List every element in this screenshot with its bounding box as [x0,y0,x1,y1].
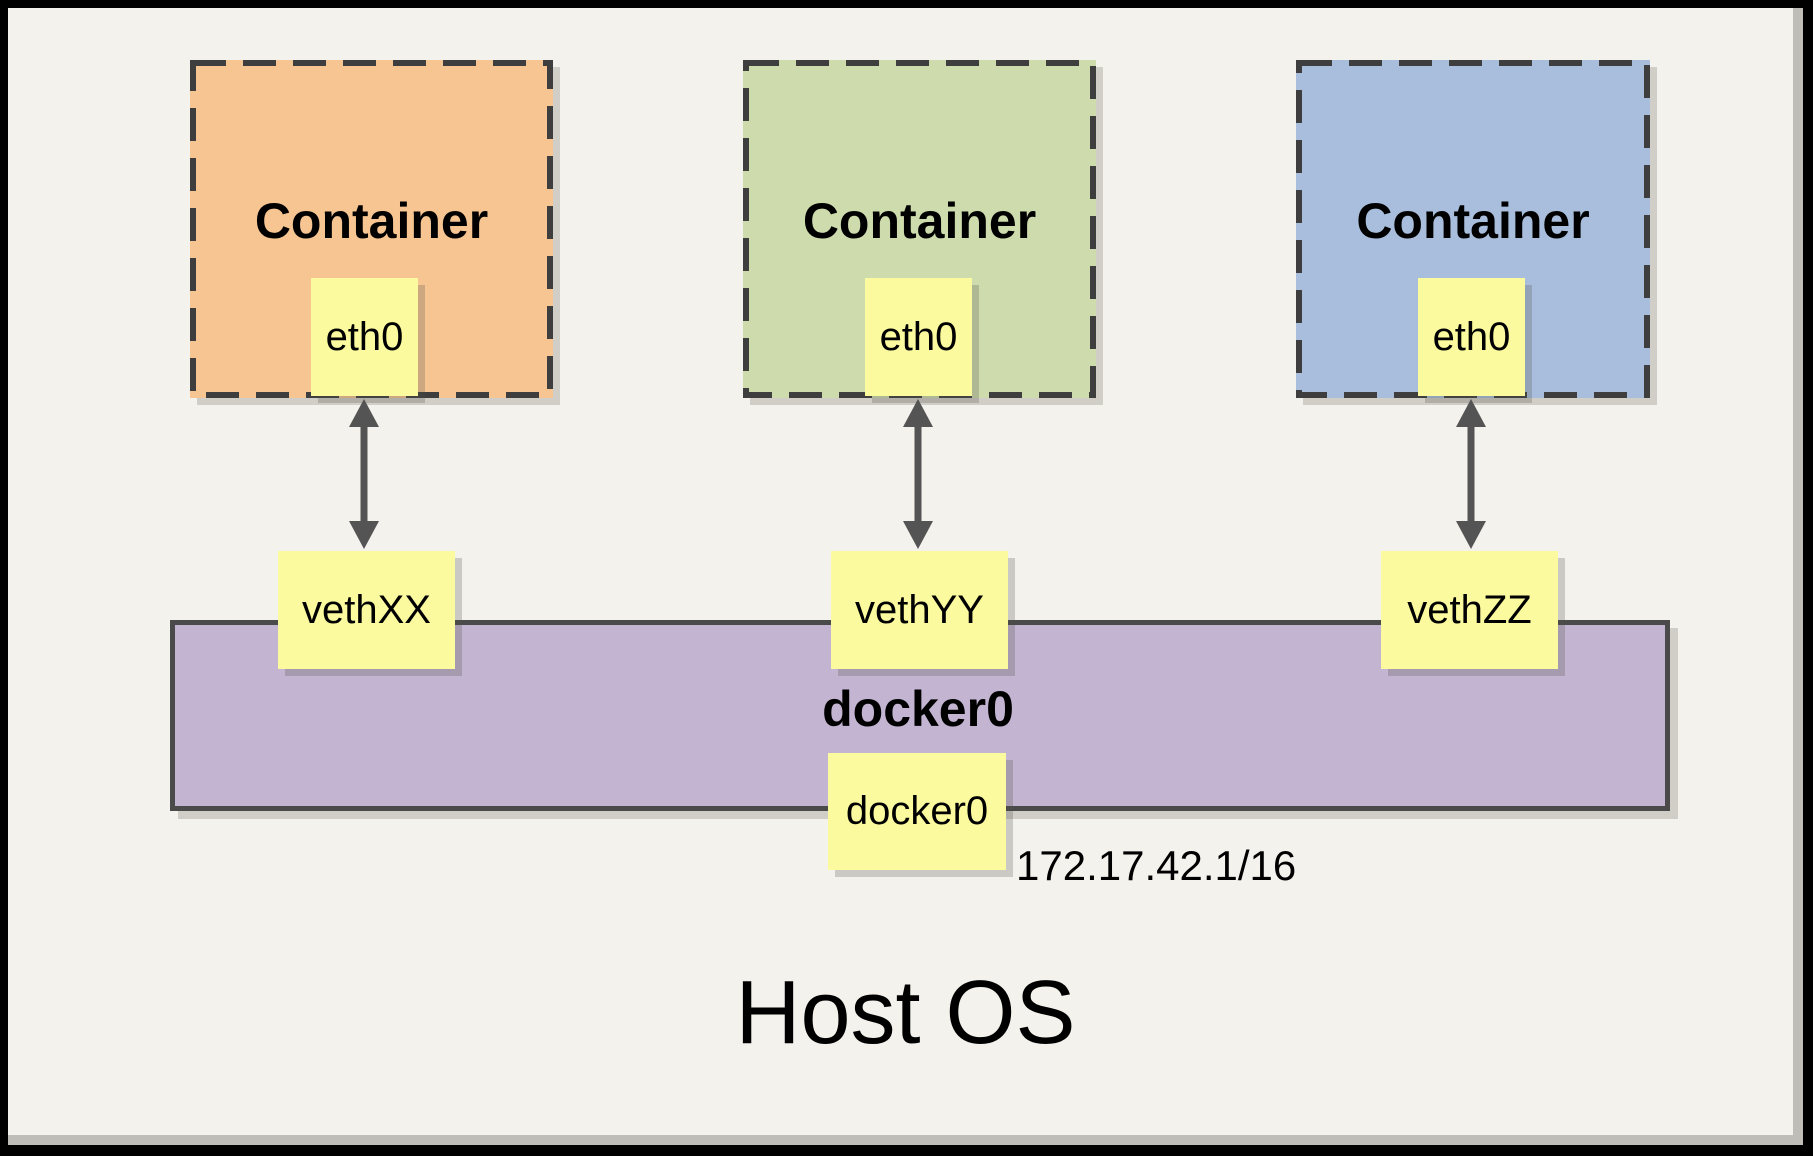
veth-connector-arrow-1 [349,399,379,549]
vethyy-node: vethYY [831,551,1008,669]
container-label-1: Container [254,193,489,249]
veth-connector-arrow-3 [1456,399,1486,549]
vethzz-label: vethZZ [1407,587,1532,632]
eth0-label-3: eth0 [1432,314,1511,359]
eth0-node-2: eth0 [865,278,972,396]
docker0-interface-node: docker0 [828,753,1006,870]
bridge-ip-address: 172.17.42.1/16 [1016,842,1297,889]
eth0-label-2: eth0 [879,314,958,359]
veth-connector-arrow-2 [903,399,933,549]
docker0-bridge-label: docker0 [822,681,1014,737]
vethxx-label: vethXX [302,587,431,632]
vethyy-label: vethYY [855,587,984,632]
eth0-node-3: eth0 [1418,278,1525,396]
eth0-node-1: eth0 [311,278,418,396]
host-os-label: Host OS [735,963,1076,1063]
container-label-2: Container [802,193,1037,249]
container-label-3: Container [1356,193,1590,249]
vethxx-node: vethXX [278,551,455,669]
docker0-interface-label: docker0 [845,789,989,833]
eth0-label-1: eth0 [325,314,404,359]
vethzz-node: vethZZ [1381,551,1558,669]
